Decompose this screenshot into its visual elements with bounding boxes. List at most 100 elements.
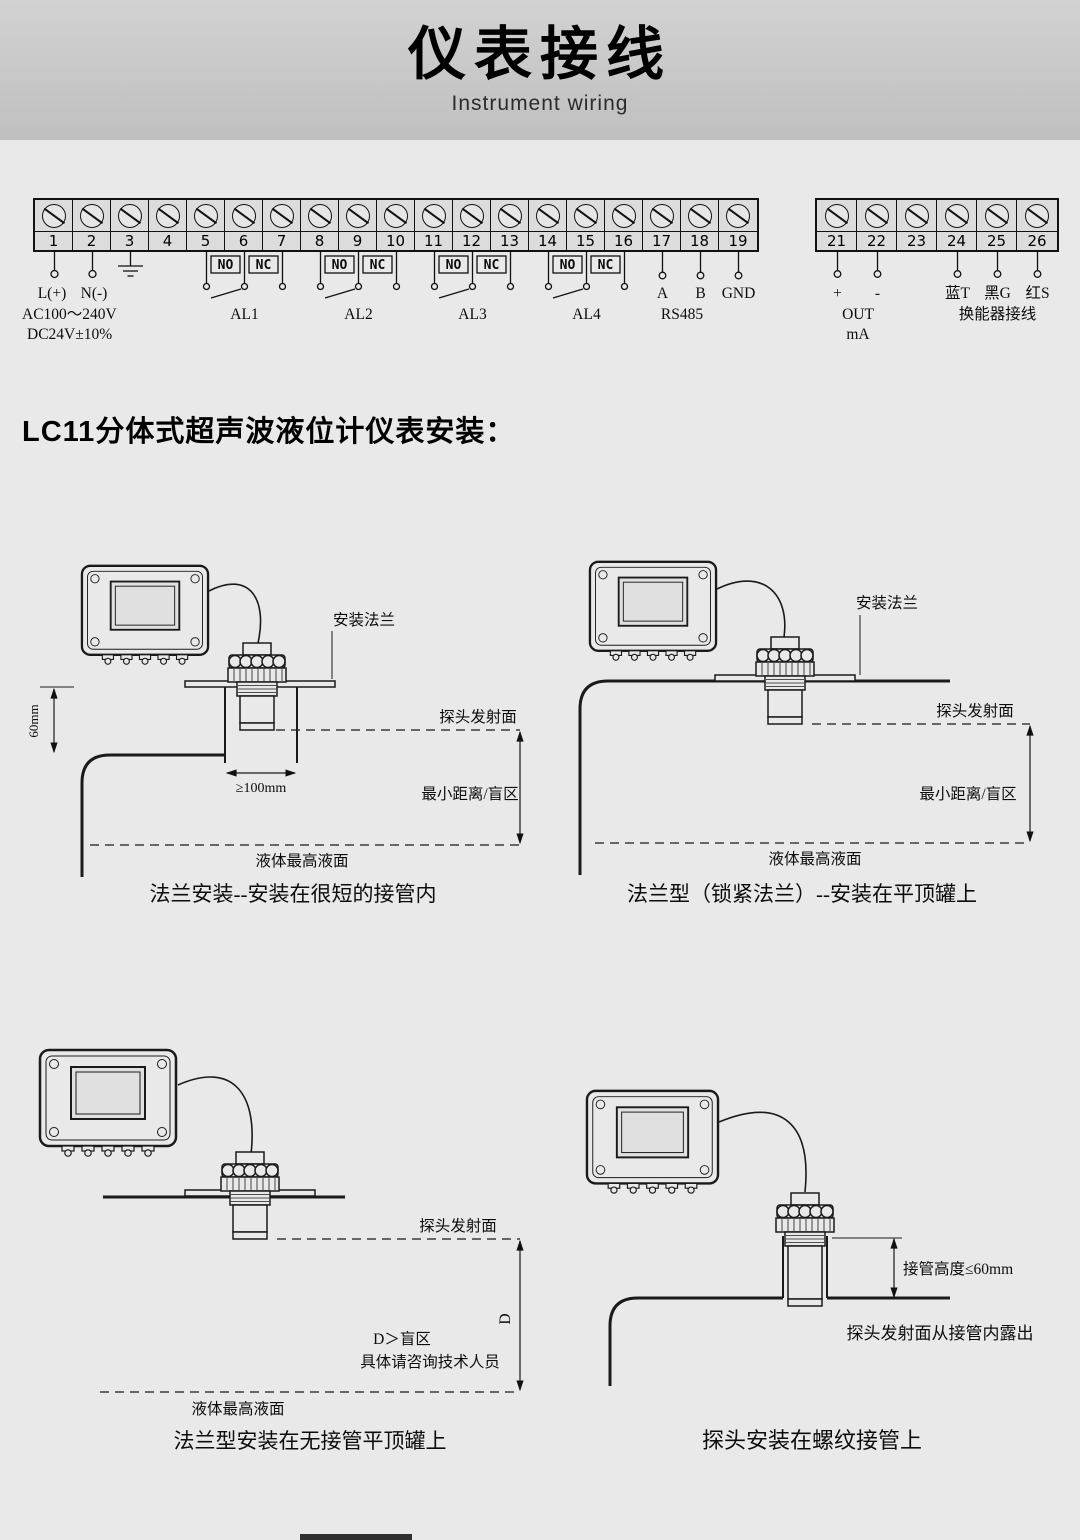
terminal-cell: 8: [301, 200, 339, 250]
terminal-screw-icon: [155, 203, 180, 228]
terminal-screw-icon: [944, 203, 969, 228]
terminal-cell: 1: [35, 200, 73, 250]
terminal-cell: 4: [149, 200, 187, 250]
label-dim-d: D: [497, 1313, 514, 1324]
terminal-screw-icon: [117, 203, 142, 228]
terminal-cell: 9: [339, 200, 377, 250]
label-al3: AL3: [458, 306, 487, 323]
terminal-screw-icon: [193, 203, 218, 228]
label-dc-range: DC24V±10%: [27, 326, 112, 343]
terminal-number: 6: [225, 231, 262, 250]
next-section-edge: [300, 1534, 412, 1540]
controller-icon: [585, 1089, 720, 1194]
label-nc: NC: [484, 258, 500, 273]
terminal-cell: 10: [377, 200, 415, 250]
terminal-number: 7: [263, 231, 300, 250]
probe-icon: [775, 1192, 835, 1307]
label-no: NO: [446, 258, 462, 273]
label-nc: NC: [256, 258, 272, 273]
terminal-number: 4: [149, 231, 186, 250]
cable-line: [208, 583, 262, 644]
terminal-strip-left: 1 2 3 4 5 6 7 8 9 10: [33, 198, 759, 252]
terminal-cell: 2: [73, 200, 111, 250]
terminal-cell: 7: [263, 200, 301, 250]
terminal-screw-icon: [307, 203, 332, 228]
page-subtitle: Instrument wiring: [451, 92, 629, 115]
label-ma: mA: [846, 326, 870, 343]
label-min-distance: 最小距离/盲区: [919, 785, 1016, 803]
nozzle-walls: [782, 1236, 828, 1298]
label-liquid-max: 液体最高液面: [191, 1400, 284, 1418]
tank-outline: [578, 679, 950, 875]
terminal-screw-icon: [864, 203, 889, 228]
diagram-caption: 探头安装在螺纹接管上: [702, 1428, 922, 1453]
page-title: 仪表接线: [407, 22, 672, 87]
diagram-caption: 法兰安装--安装在很短的接管内: [150, 882, 437, 906]
label-out: OUT: [842, 306, 874, 323]
terminal-screw-icon: [824, 203, 849, 228]
terminal-number: 13: [491, 231, 528, 250]
label-mounting-flange: 安装法兰: [333, 611, 395, 629]
label-neutral: N(-): [81, 285, 108, 302]
terminal-cell: 3: [111, 200, 149, 250]
diagram-caption: 法兰型安装在无接管平顶罐上: [174, 1429, 447, 1453]
label-probe-face: 探头发射面: [419, 1217, 497, 1235]
terminal-screw-icon: [459, 203, 484, 228]
terminal-screw-icon: [984, 203, 1009, 228]
terminal-cell: 25: [977, 200, 1017, 250]
terminal-screw-icon: [269, 203, 294, 228]
diagram-threaded-nozzle: 接管高度≤60mm 探头发射面从接管内露出 探头安装在螺纹接管上: [550, 1078, 1075, 1468]
label-d-blind: D＞盲区: [373, 1330, 431, 1348]
terminal-screw-icon: [726, 203, 750, 228]
terminal-screw-icon: [497, 203, 522, 228]
ground-icon: [118, 250, 143, 277]
out-wires: [833, 250, 882, 278]
page-header: 仪表接线 Instrument wiring: [0, 0, 1080, 140]
relay-al2: [316, 250, 401, 299]
terminal-cell: 17: [643, 200, 681, 250]
terminal-cell: 21: [817, 200, 857, 250]
diagram-caption: 法兰型（锁紧法兰）--安装在平顶罐上: [627, 882, 977, 906]
label-probe-face: 探头发射面: [439, 708, 517, 726]
terminal-number: 14: [529, 231, 566, 250]
terminal-number: 2: [73, 231, 110, 250]
wiring-lines: L(+) N(-) AC100～240V DC24V±10% NO NC AL1…: [22, 250, 1050, 343]
label-nc: NC: [370, 258, 386, 273]
terminal-number: 15: [567, 231, 604, 250]
terminal-screw-icon: [1025, 203, 1049, 228]
label-60mm: 60mm: [26, 704, 41, 737]
label-blue-t: 蓝T: [945, 284, 971, 302]
terminal-number: 18: [681, 231, 718, 250]
terminal-cell: 13: [491, 200, 529, 250]
label-black-g: 黑G: [984, 285, 1011, 302]
nozzle-walls: [224, 687, 298, 763]
terminal-cell: 19: [719, 200, 757, 250]
relay-al3: [430, 250, 515, 299]
probe-icon: [755, 636, 815, 725]
terminal-number: 25: [977, 231, 1016, 250]
terminal-cell: 24: [937, 200, 977, 250]
diagram-flange-no-nozzle: 探头发射面 D D＞盲区 具体请咨询技术人员 液体最高液面 法兰型安装在无接管平…: [10, 1035, 550, 1465]
label-red-s: 红S: [1025, 284, 1049, 302]
cable-line: [716, 580, 786, 638]
controller-icon: [80, 564, 210, 665]
terminal-number: 1: [35, 231, 72, 250]
terminal-screw-icon: [649, 203, 674, 228]
label-liquid-max: 液体最高液面: [255, 852, 348, 870]
label-nozzle-height: 接管高度≤60mm: [903, 1260, 1013, 1278]
terminal-screw-icon: [383, 203, 408, 228]
terminal-cell: 23: [897, 200, 937, 250]
terminal-cell: 22: [857, 200, 897, 250]
label-out-plus: +: [833, 285, 842, 302]
section-title: LC11分体式超声波液位计仪表安装：: [22, 416, 516, 448]
terminal-cell: 11: [415, 200, 453, 250]
terminal-number: 12: [453, 231, 490, 250]
diagram-flange-short-nozzle: 安装法兰 60mm ≥100mm 探头发射面 最小距离/盲区 液体最高液面 法兰…: [10, 545, 550, 935]
terminal-number: 22: [857, 231, 896, 250]
terminal-cell: 6: [225, 200, 263, 250]
label-line: L(+): [38, 285, 67, 302]
label-probe-face: 探头发射面: [936, 702, 1014, 720]
terminal-screw-icon: [904, 203, 929, 228]
transducer-wires: [953, 250, 1042, 278]
terminal-screw-icon: [687, 203, 712, 228]
